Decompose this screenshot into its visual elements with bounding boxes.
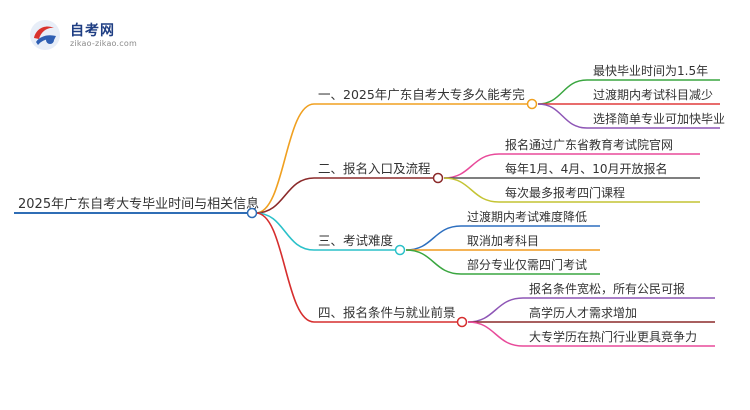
branch-collapse-toggle[interactable] xyxy=(456,316,468,328)
leaf-topic-label[interactable]: 过渡期内考试科目减少 xyxy=(593,87,713,102)
branch-to-leaf-link xyxy=(467,321,524,347)
branch-topic-label[interactable]: 二、报名入口及流程 xyxy=(318,161,431,176)
site-logo[interactable]: 自考网 zikao-zikao.com xyxy=(28,18,148,52)
root-topic-label[interactable]: 2025年广东自考大专毕业时间与相关信息 xyxy=(18,196,259,212)
branch-to-leaf-link xyxy=(405,249,462,275)
leaf-topic-label[interactable]: 报名条件宽松，所有公民可报 xyxy=(529,281,685,296)
leaf-topic-label[interactable]: 部分专业仅需四门考试 xyxy=(467,257,587,272)
leaf-topic-label[interactable]: 最快毕业时间为1.5年 xyxy=(593,64,708,78)
mind-map-links xyxy=(255,79,720,347)
logo-mark-icon xyxy=(30,20,60,50)
root-to-branch-link xyxy=(255,212,315,323)
leaf-topic-label[interactable]: 每年1月、4月、10月开放报名 xyxy=(505,161,668,176)
root-to-branch-link xyxy=(255,177,315,214)
branch-collapse-toggle[interactable] xyxy=(432,172,444,184)
logo-subtitle: zikao-zikao.com xyxy=(70,39,137,48)
logo-title: 自考网 xyxy=(70,23,115,39)
branch-topic-label[interactable]: 三、考试难度 xyxy=(318,233,394,248)
leaf-topic-label[interactable]: 高学历人才需求增加 xyxy=(529,305,637,320)
branch-to-leaf-link xyxy=(405,225,462,251)
root-to-branch-link xyxy=(255,212,315,251)
leaf-topic-label[interactable]: 大专学历在热门行业更具竞争力 xyxy=(529,329,697,344)
leaf-topic-label[interactable]: 取消加考科目 xyxy=(467,234,539,248)
leaf-topic-label[interactable]: 选择简单专业可加快毕业 xyxy=(593,111,725,126)
branch-to-leaf-link xyxy=(537,103,588,129)
branch-topic-label[interactable]: 一、2025年广东自考大专多久能考完 xyxy=(318,87,525,102)
branch-collapse-toggle[interactable] xyxy=(526,98,538,110)
mind-map-nodes: 2025年广东自考大专毕业时间与相关信息 一、2025年广东自考大专多久能考完 最快… xyxy=(14,64,725,344)
branch-to-leaf-link xyxy=(443,177,500,203)
branch-to-leaf-link xyxy=(467,297,524,323)
root-to-branch-link xyxy=(255,103,315,214)
branch-to-leaf-link xyxy=(443,153,500,179)
leaf-topic-label[interactable]: 每次最多报考四门课程 xyxy=(505,185,625,200)
leaf-topic-label[interactable]: 过渡期内考试难度降低 xyxy=(467,209,587,224)
branch-topic-label[interactable]: 四、报名条件与就业前景 xyxy=(318,305,456,320)
branch-to-leaf-link xyxy=(537,79,588,105)
leaf-topic-label[interactable]: 报名通过广东省教育考试院官网 xyxy=(505,137,673,152)
root-collapse-toggle[interactable] xyxy=(246,207,258,219)
branch-collapse-toggle[interactable] xyxy=(394,244,406,256)
